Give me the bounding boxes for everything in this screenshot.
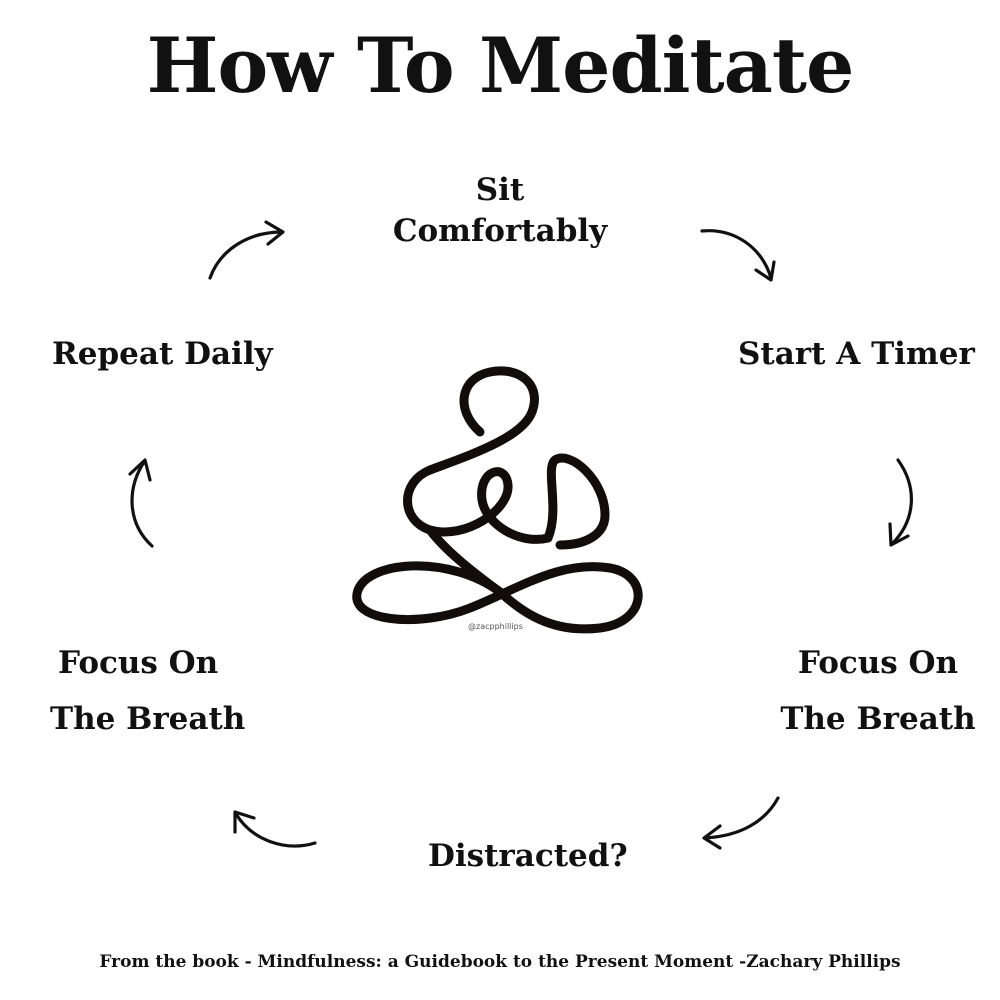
step-sit-comfortably: Sit Comfortably <box>380 170 620 252</box>
step-label: Start A Timer <box>738 336 975 372</box>
step-distracted: Distracted? <box>428 836 628 877</box>
arrow-icon <box>702 796 780 850</box>
source-credit: From the book - Mindfulness: a Guidebook… <box>99 952 901 972</box>
arrow-icon <box>208 220 285 280</box>
step-label: Repeat Daily <box>52 336 273 372</box>
step-label: Focus On <box>58 645 219 681</box>
arrow-icon <box>128 458 154 548</box>
arrow-icon <box>888 458 913 547</box>
step-label: Comfortably <box>392 212 608 249</box>
page-title: How To Meditate <box>146 21 855 110</box>
step-start-timer: Start A Timer <box>738 334 975 375</box>
watermark: @zacpphillips <box>468 622 523 631</box>
arrow-icon <box>233 810 317 848</box>
step-label: Focus On <box>797 645 959 681</box>
meditation-figure-icon <box>352 366 643 634</box>
step-label: The Breath <box>50 700 246 737</box>
step-focus-breath-right: Focus On The Breath <box>778 636 978 748</box>
arrow-icon <box>700 229 776 282</box>
step-label: The Breath <box>780 700 976 737</box>
step-repeat-daily: Repeat Daily <box>52 334 273 375</box>
step-label: Sit <box>475 172 525 208</box>
step-label: Distracted? <box>428 838 628 874</box>
step-focus-breath-left: Focus On The Breath <box>50 636 250 748</box>
